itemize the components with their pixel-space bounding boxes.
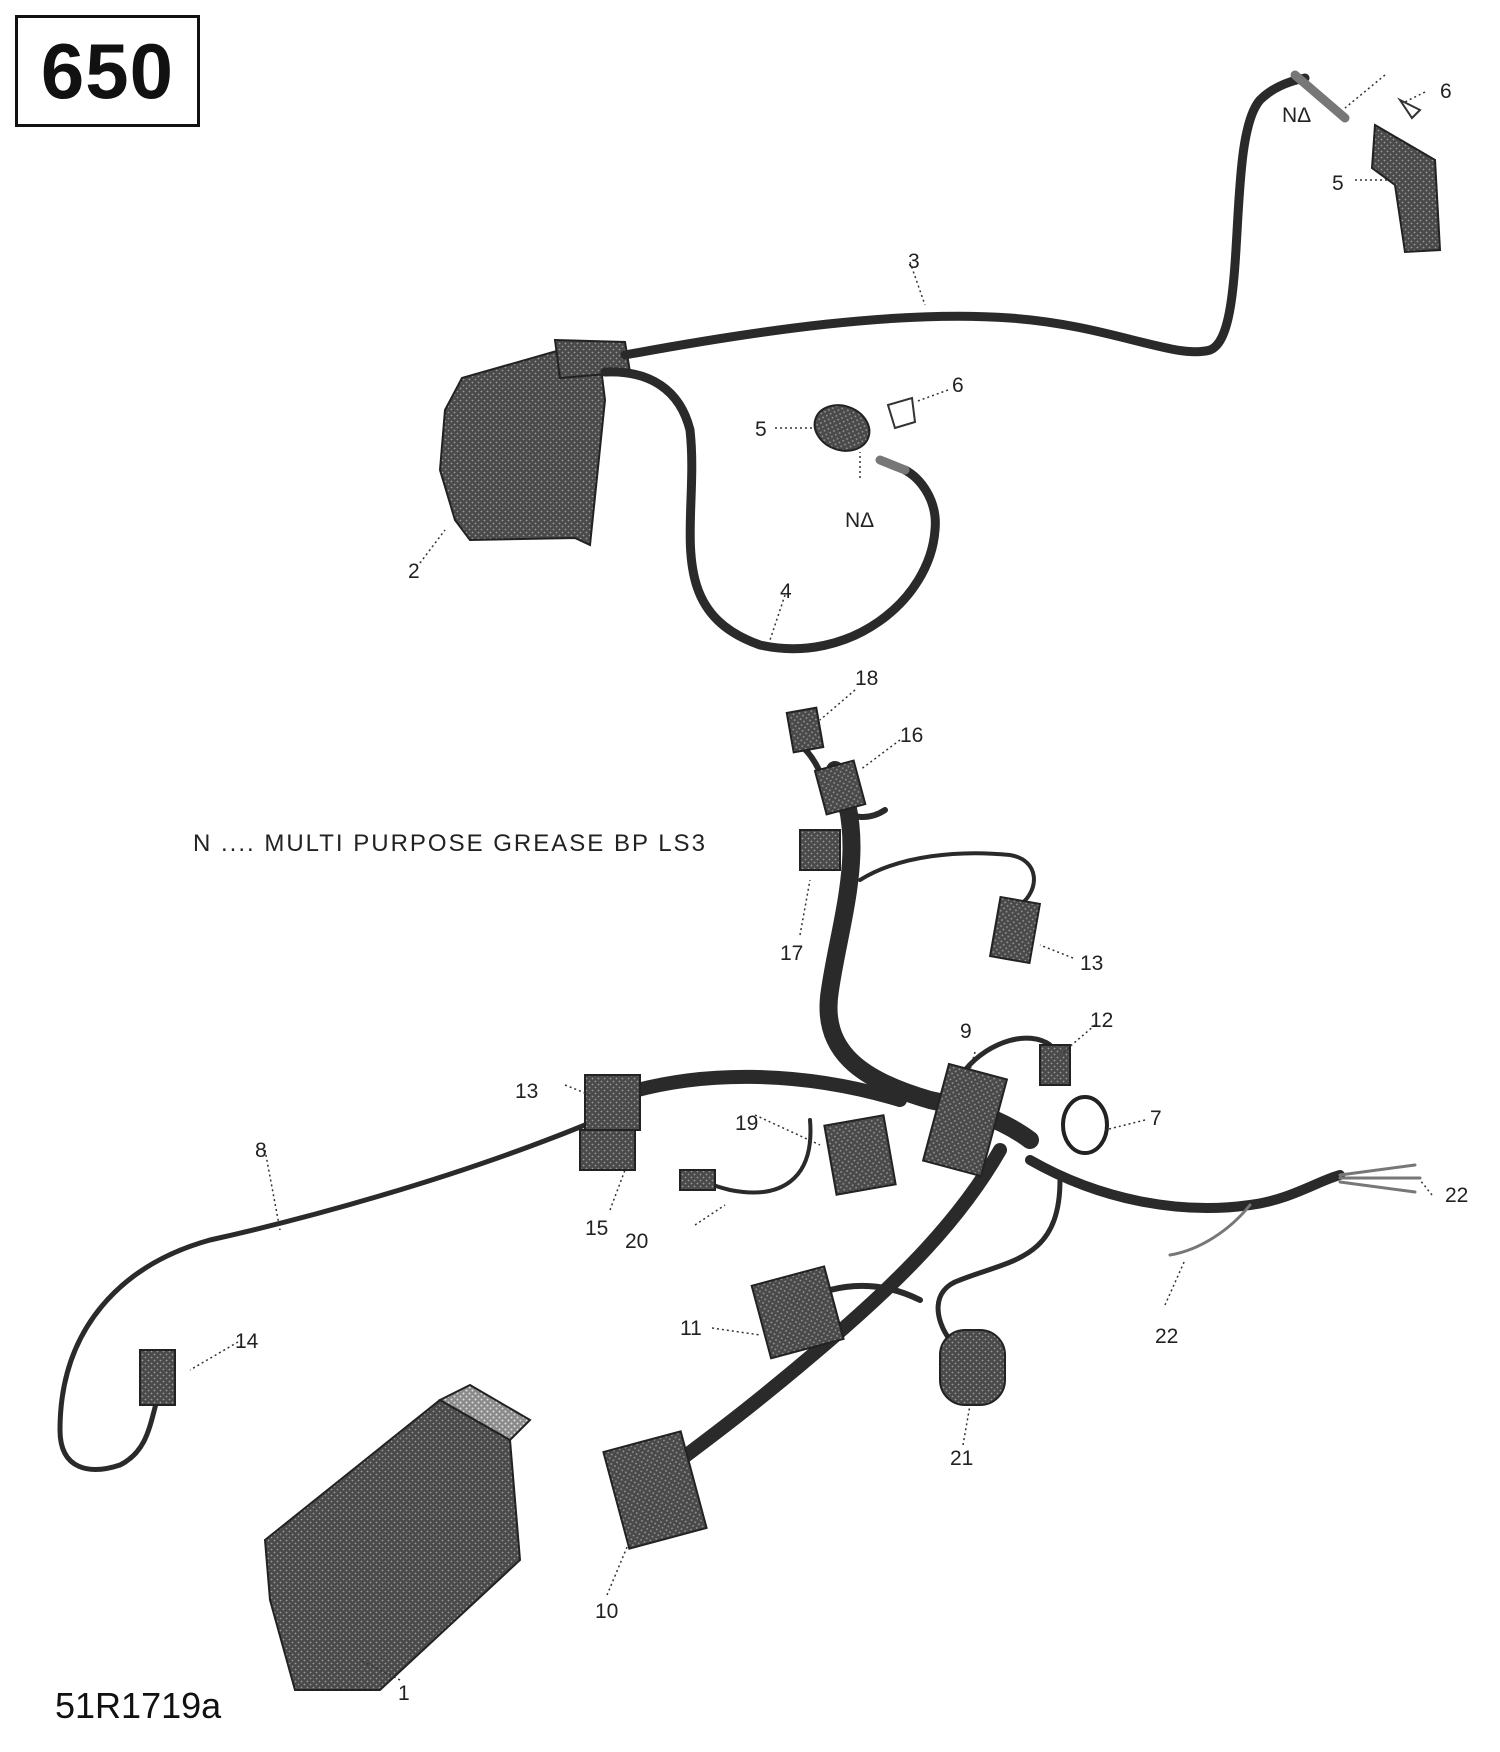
callout-18: 18 <box>855 667 878 690</box>
callout-14: 14 <box>235 1330 259 1353</box>
wire-21 <box>935 1177 1063 1343</box>
callout-na-lower: NΔ <box>845 509 874 532</box>
model-number-box: 650 <box>15 15 200 127</box>
wire-terminals-22 <box>1338 1163 1422 1194</box>
lubricant-note: N .... MULTI PURPOSE GREASE BP LS3 <box>193 830 707 857</box>
connector-15 <box>579 1129 636 1171</box>
spark-plug-cap-lower <box>813 404 871 452</box>
callout-15: 15 <box>585 1217 608 1240</box>
callout-13-lower: 13 <box>515 1080 538 1103</box>
callout-5-upper: 5 <box>1332 172 1344 195</box>
callout-22-wire: 22 <box>1155 1325 1178 1348</box>
callout-na-upper: NΔ <box>1282 104 1311 127</box>
harness-branch-right <box>1025 1155 1345 1213</box>
callout-10: 10 <box>595 1600 618 1623</box>
callout-9: 9 <box>960 1020 972 1043</box>
callout-1: 1 <box>398 1682 410 1705</box>
leader-lines <box>189 74 1433 1681</box>
grommet-7 <box>1061 1095 1109 1155</box>
callout-21: 21 <box>950 1447 973 1470</box>
callout-16: 16 <box>900 724 923 747</box>
callout-20: 20 <box>625 1230 648 1253</box>
connector-14 <box>139 1349 176 1406</box>
seal-upper <box>1397 97 1422 120</box>
spark-plug-wire-end <box>1290 70 1350 123</box>
harness-branch-lower <box>673 1143 1007 1467</box>
electronic-module <box>263 1383 532 1691</box>
callout-2: 2 <box>408 560 420 583</box>
connector-17 <box>799 829 841 871</box>
spark-plug-wire-short <box>600 367 940 654</box>
callout-17: 17 <box>780 942 803 965</box>
connector-20 <box>679 1169 716 1191</box>
callout-6-lower: 6 <box>952 374 964 397</box>
spark-plug-wire-long <box>620 73 1310 360</box>
callout-19: 19 <box>735 1112 758 1135</box>
connector-9 <box>921 1062 1009 1178</box>
wire-8 <box>57 1122 588 1472</box>
callout-22-terminals: 22 <box>1445 1184 1468 1207</box>
callout-7: 7 <box>1150 1107 1162 1130</box>
spark-plug-wire-short-end <box>875 455 910 475</box>
connector-12 <box>1039 1044 1071 1086</box>
spark-plug-cap-upper <box>1370 123 1442 254</box>
callout-11: 11 <box>680 1317 702 1340</box>
drawing-number: 51R1719a <box>55 1685 222 1726</box>
connector-16 <box>813 759 867 816</box>
wire-22 <box>1168 1203 1252 1257</box>
harness-branch-left <box>613 1069 907 1107</box>
wire-13-upper <box>858 851 1036 907</box>
connector-13-upper <box>988 895 1042 965</box>
wire-11 <box>827 1282 923 1303</box>
callout-8: 8 <box>255 1139 267 1162</box>
callout-4: 4 <box>780 580 792 603</box>
callout-3: 3 <box>908 250 920 273</box>
callout-5-lower: 5 <box>755 418 767 441</box>
connector-10 <box>602 1430 708 1550</box>
wire-12 <box>962 1035 1053 1073</box>
seal-lower <box>886 396 917 430</box>
connector-13-lower <box>584 1074 641 1131</box>
connector-11 <box>750 1265 845 1360</box>
connector-19 <box>823 1114 897 1196</box>
connector-21 <box>939 1329 1006 1406</box>
connector-18 <box>785 706 825 754</box>
callout-6-upper: 6 <box>1440 80 1452 103</box>
callout-13-upper: 13 <box>1080 952 1103 975</box>
callout-12: 12 <box>1090 1009 1113 1032</box>
